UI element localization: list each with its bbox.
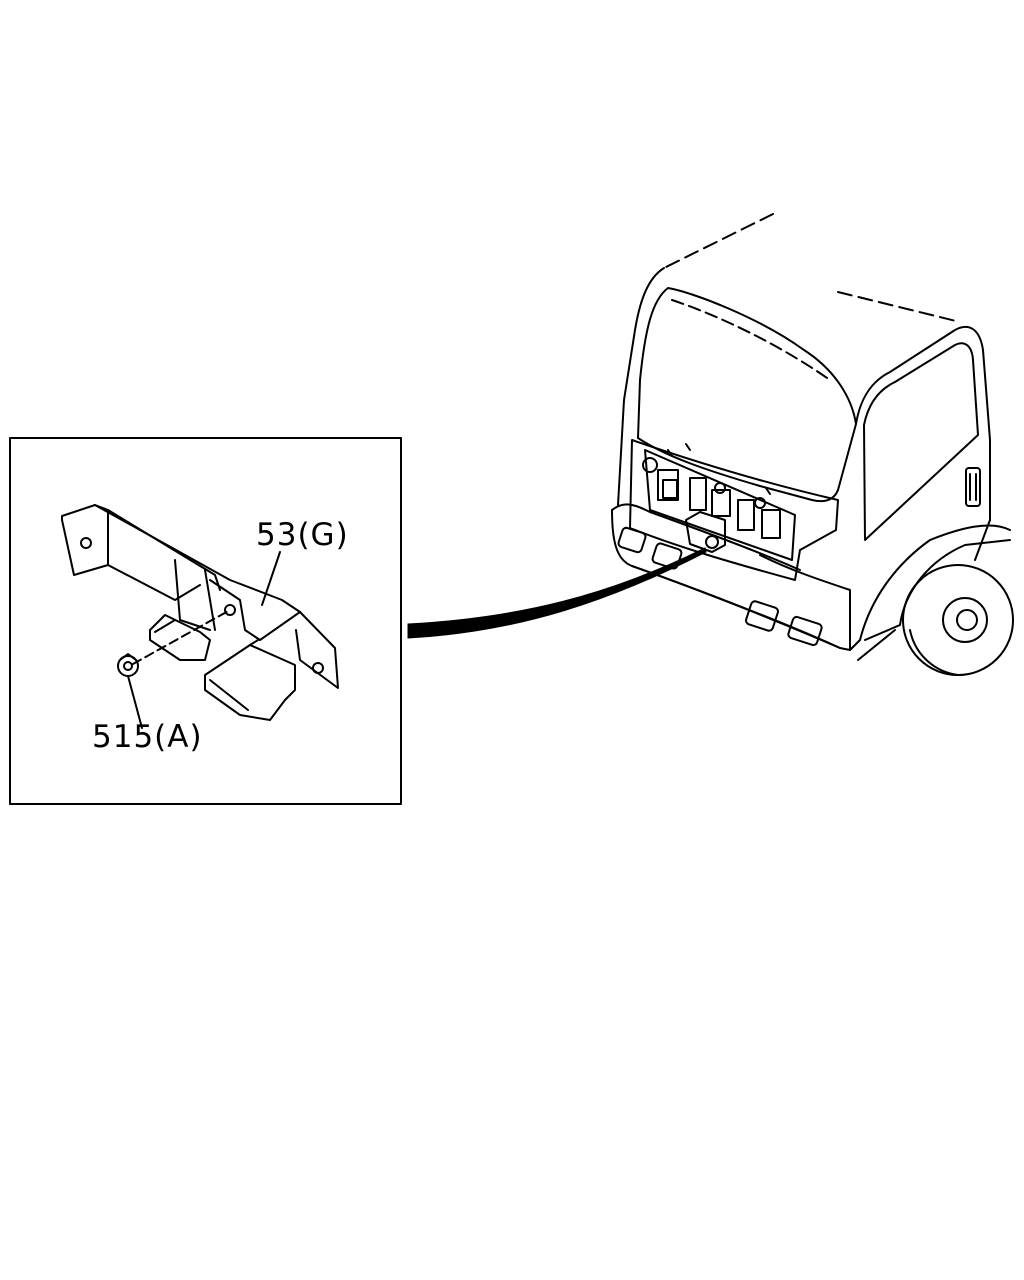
roof-rear-dashed-line [837, 291, 961, 323]
right-mount-hole [312, 662, 324, 674]
truck-cab [611, 213, 1014, 676]
door-handle [965, 467, 981, 507]
bumper-upper-edge [611, 503, 801, 571]
front-fender [849, 524, 1011, 651]
door-frame [855, 325, 991, 561]
left-mount-hole [80, 537, 92, 549]
side-window [863, 342, 979, 541]
lamp-right-outer [787, 615, 823, 647]
lamp-right-inner [745, 600, 779, 632]
grille-panel [644, 449, 796, 561]
callout-nut-label: 515(A) [92, 719, 203, 755]
front-grille-frame [629, 439, 839, 581]
bracket-leader-line [261, 551, 281, 606]
nut-leader-line [127, 675, 143, 729]
callout-bracket-label: 53(G) [256, 517, 349, 553]
bracket-part [61, 504, 339, 721]
roof-dashed-line [663, 213, 774, 269]
center-mount-hole [224, 604, 236, 616]
wheel-hub [942, 597, 988, 643]
windshield [637, 287, 857, 503]
nut-part [117, 609, 231, 729]
lamp-left-outer [617, 526, 647, 554]
windshield-inner-dashed [671, 299, 831, 381]
truck-bracket-mount [685, 511, 726, 553]
leader-arrow [407, 547, 707, 639]
install-dashed-line [132, 609, 231, 665]
detail-frame [9, 437, 402, 805]
cab-left-outline [617, 267, 665, 506]
